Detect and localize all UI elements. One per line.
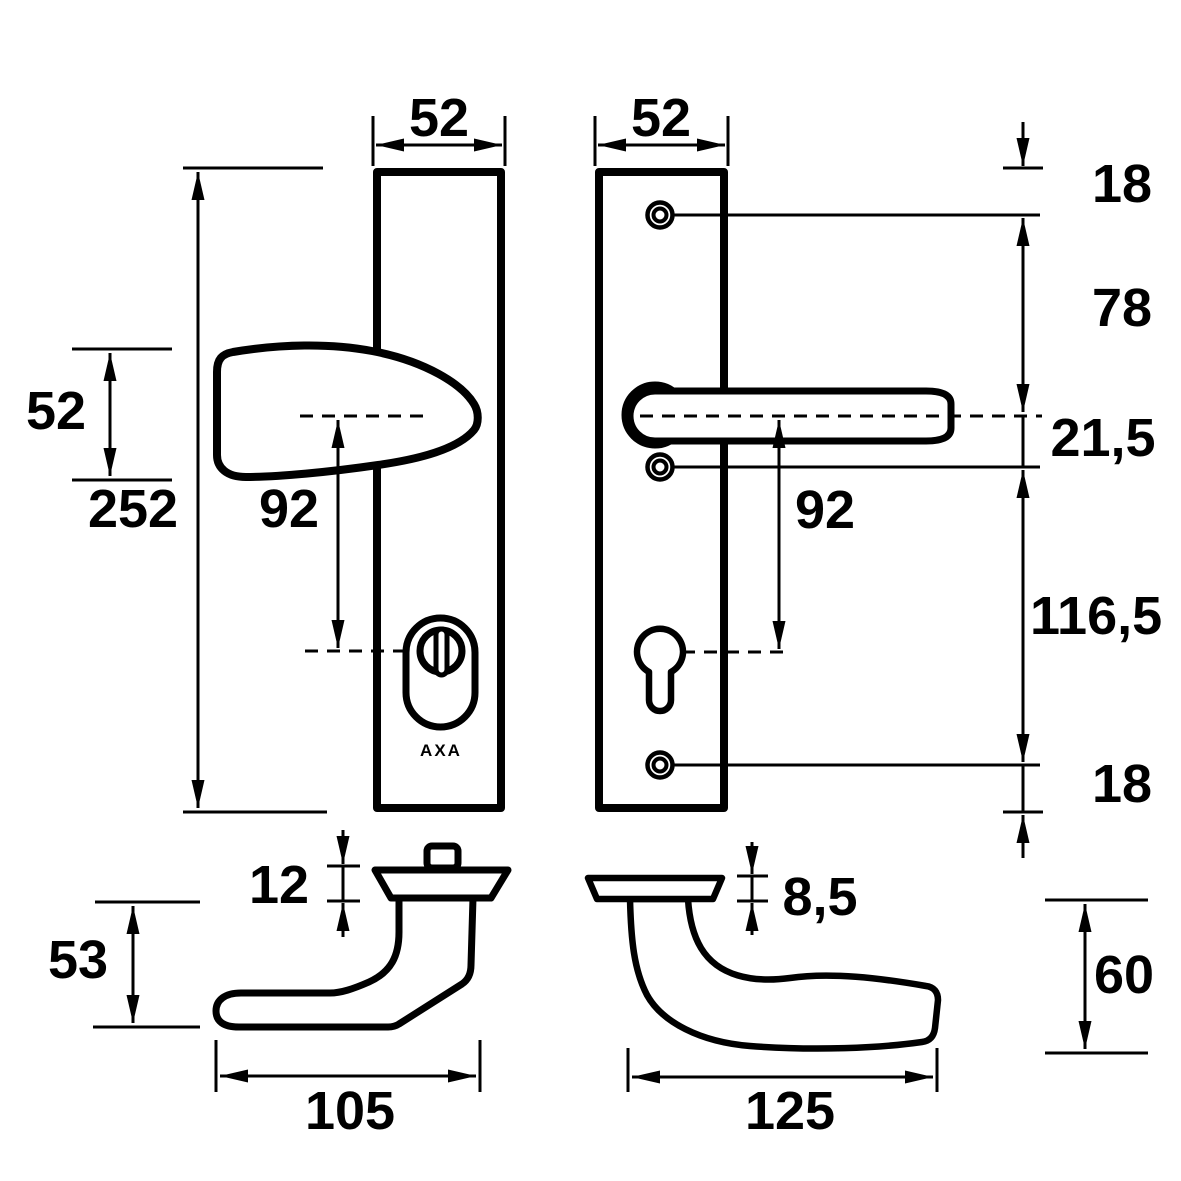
dim-label-knob-plate-thickness: 12 xyxy=(249,855,309,915)
dim-label-handle-to-keyhole: 92 xyxy=(795,480,855,540)
dim-label-handle-to-screw: 21,5 xyxy=(1050,408,1155,468)
lever-backplate xyxy=(595,168,728,812)
side-view-lever: 8,5 60 125 xyxy=(584,842,1154,1141)
knob-plate-cross-section xyxy=(371,866,512,902)
dim-label-knob-grip-length: 105 xyxy=(305,1081,395,1141)
dim-label-knob-plate-width: 52 xyxy=(409,88,469,148)
dim-label-top-to-screw: 18 xyxy=(1092,154,1152,214)
dim-label-knob-grip-height: 53 xyxy=(48,930,108,990)
screw-hole-bottom-inner xyxy=(651,756,669,774)
screw-hole-middle-inner xyxy=(651,458,669,476)
dim-label-knob-to-cylinder: 92 xyxy=(259,479,319,539)
lever-rose-cross-section xyxy=(584,874,726,903)
front-view-lever-plate: 52 92 xyxy=(593,88,1042,812)
dim-label-screw-to-handle: 78 xyxy=(1092,278,1152,338)
dim-label-lever-grip-height: 60 xyxy=(1094,945,1154,1005)
dim-label-screw-to-screw: 116,5 xyxy=(1030,586,1162,646)
dim-label-plate-height: 252 xyxy=(88,479,178,539)
keyway-slot xyxy=(433,626,450,678)
dim-label-lever-plate-thickness: 8,5 xyxy=(782,867,857,927)
side-view-knob: 12 53 105 xyxy=(48,830,512,1141)
front-view-knob-plate: 52 252 52 92 AXA xyxy=(26,88,507,814)
fixed-knob-front xyxy=(213,341,482,481)
dim-label-screw-to-bottom: 18 xyxy=(1092,754,1152,814)
lever-handle-front xyxy=(626,387,955,445)
right-dimension-chain: 18 78 21,5 116,5 18 xyxy=(1003,122,1162,858)
knob-grip-profile xyxy=(212,894,477,1031)
euro-profile-keyhole xyxy=(633,625,687,715)
brand-label: AXA xyxy=(420,741,462,760)
dim-label-knob-height: 52 xyxy=(26,381,86,441)
spindle-tab-profile xyxy=(423,842,462,872)
screw-hole-top-inner xyxy=(651,206,669,224)
dim-label-lever-grip-length: 125 xyxy=(745,1081,835,1141)
lever-grip-profile xyxy=(626,895,942,1052)
dim-label-lever-plate-width: 52 xyxy=(631,88,691,148)
